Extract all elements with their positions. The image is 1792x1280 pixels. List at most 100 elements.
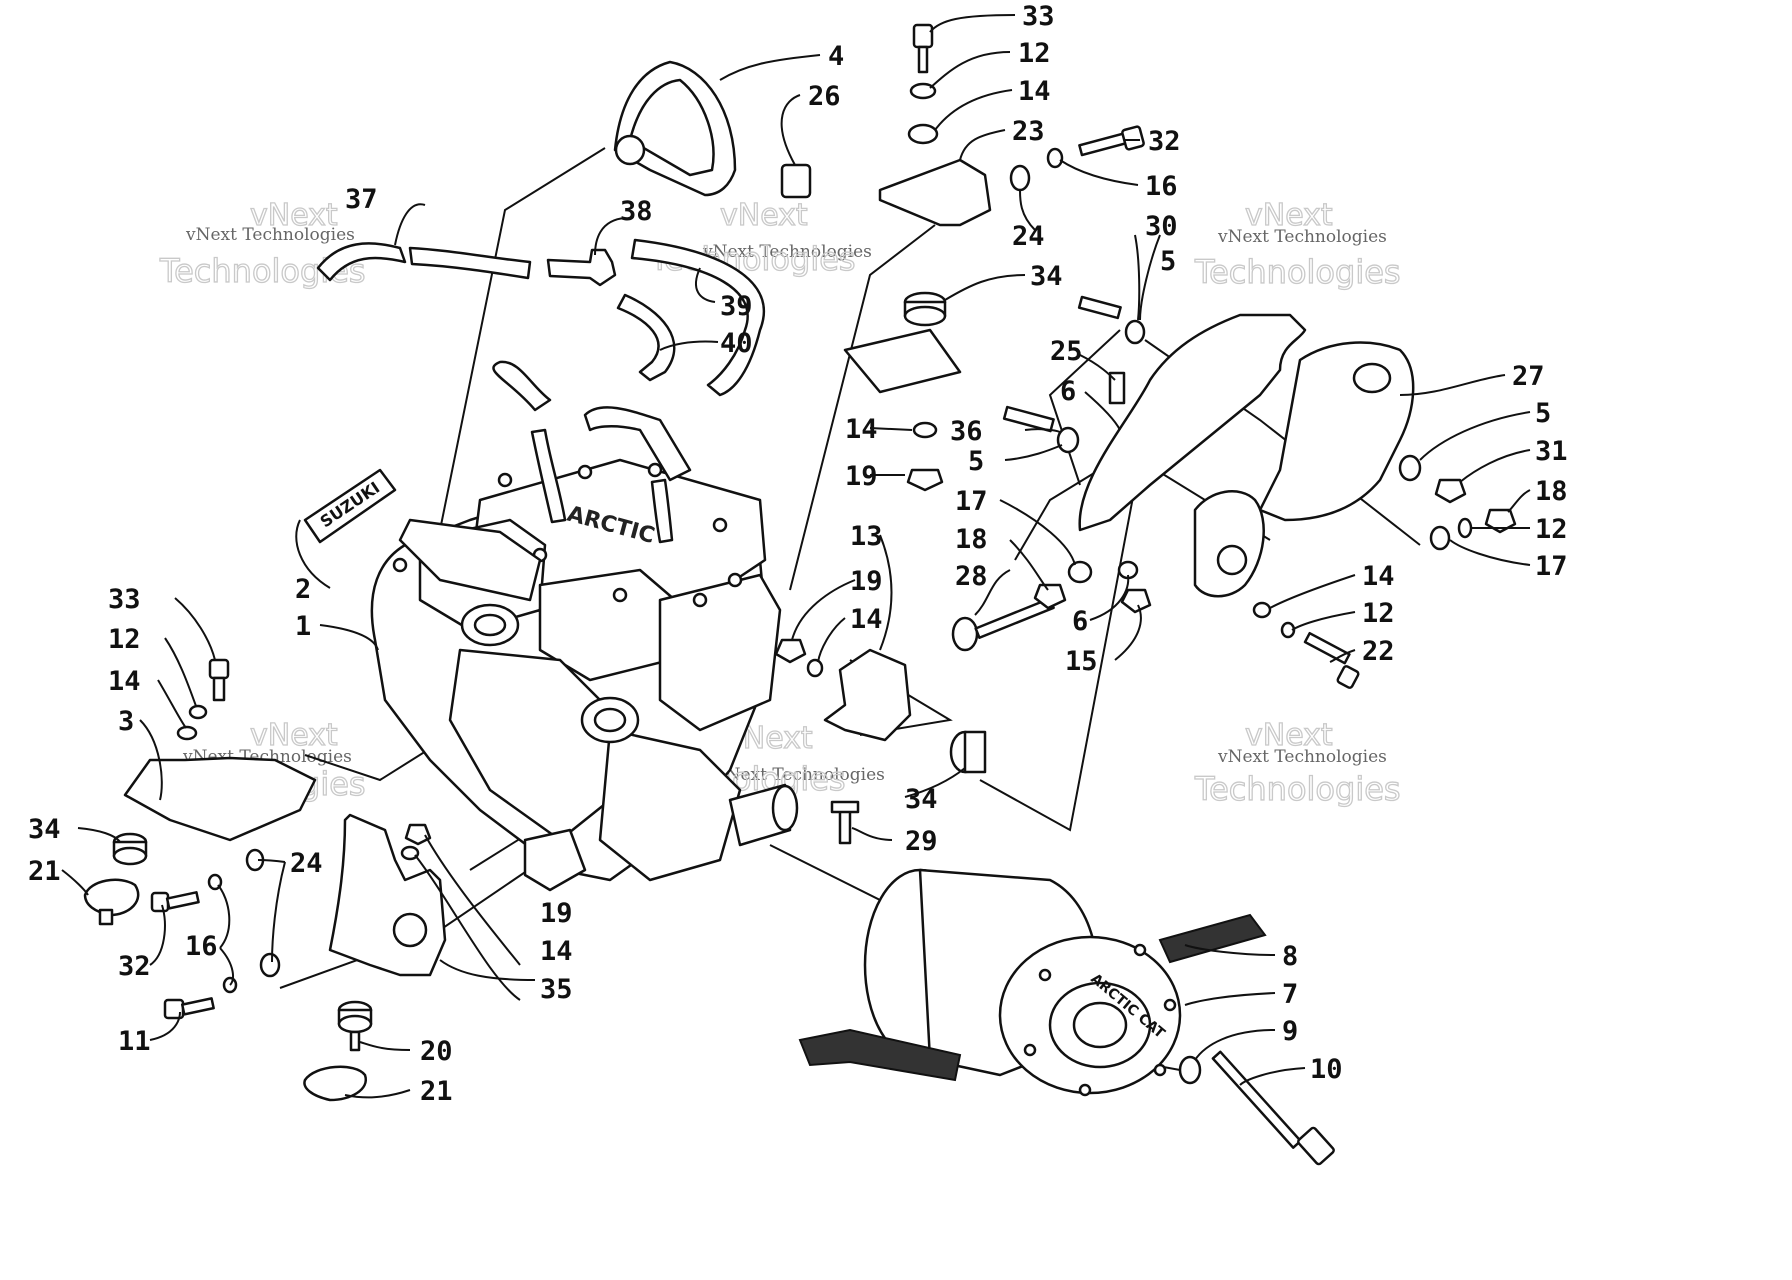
callout-11: 11 <box>118 1026 151 1057</box>
part-nut-19-mid <box>906 468 944 492</box>
part-bolt-36 <box>1002 405 1080 454</box>
callout-2: 2 <box>295 574 311 605</box>
callout-17-right: 17 <box>1535 551 1568 582</box>
part-drive-belt-8 <box>798 913 1267 1082</box>
callout-5-right: 5 <box>1535 398 1551 429</box>
callout-numbers: 33 12 14 23 4 26 32 16 24 34 30 5 25 6 3… <box>28 1 1568 1107</box>
callout-19-mid: 19 <box>845 461 878 492</box>
watermark-large-line1: vNext <box>250 718 338 753</box>
part-washer-17-right <box>1429 525 1451 551</box>
callout-30: 30 <box>1145 211 1178 242</box>
part-bolt-11 <box>163 997 215 1020</box>
part-mount-34-left <box>112 832 148 866</box>
callout-5-mid: 5 <box>968 446 984 477</box>
watermark-large-line1: vNext <box>250 198 338 233</box>
callout-26: 26 <box>808 81 841 112</box>
callout-18: 18 <box>955 524 988 555</box>
part-washer-24-left-lower <box>259 952 281 978</box>
callout-12-top: 12 <box>1018 38 1051 69</box>
callout-6-top: 6 <box>1060 376 1076 407</box>
callout-25: 25 <box>1050 336 1083 367</box>
part-bolt-22 <box>1303 631 1360 689</box>
callout-3: 3 <box>118 706 134 737</box>
part-mount-34-top <box>903 291 947 327</box>
callout-6-lower: 6 <box>1072 606 1088 637</box>
callout-16-left: 16 <box>185 931 218 962</box>
part-nut-19-left <box>404 823 432 846</box>
callout-20: 20 <box>420 1036 453 1067</box>
part-bracket-23 <box>878 158 992 227</box>
callout-32-top: 32 <box>1148 126 1181 157</box>
callout-37: 37 <box>345 184 378 215</box>
part-clip-26 <box>780 163 812 199</box>
part-bolt-28 <box>951 597 1055 652</box>
part-drive-clutch-7: ARCTIC CAT <box>863 868 1182 1097</box>
part-bolt-25 <box>1108 371 1126 405</box>
callout-39: 39 <box>720 291 753 322</box>
callout-18-right: 18 <box>1535 476 1568 507</box>
part-clutch-bolt-10 <box>1211 1050 1335 1166</box>
callout-38: 38 <box>620 196 653 227</box>
callout-12-right: 12 <box>1535 514 1568 545</box>
callout-14-right: 14 <box>1362 561 1395 592</box>
callout-21-left: 21 <box>28 856 61 887</box>
watermark-small-text: vNext Technologies <box>702 242 872 262</box>
watermark-large-line1: vNext <box>1245 198 1333 233</box>
part-lockwasher-12-lower-right <box>1280 621 1296 639</box>
part-engine-assembly-1: ARCTIC <box>370 360 799 892</box>
watermark-large-line2: Technologies <box>1194 770 1401 808</box>
callout-22: 22 <box>1362 636 1395 667</box>
part-bracket-13 <box>823 648 912 742</box>
part-nut-31 <box>1434 478 1467 504</box>
part-suzuki-badge-2: SUZUKI <box>303 468 397 544</box>
part-washer-16-top <box>1046 147 1064 169</box>
callout-14-top: 14 <box>1018 76 1051 107</box>
callout-35: 35 <box>540 974 573 1005</box>
callout-10: 10 <box>1310 1054 1343 1085</box>
part-hose-40 <box>616 293 676 382</box>
part-engine-bracket-27 <box>1078 313 1415 598</box>
part-lockwasher-12-top <box>909 82 937 100</box>
part-nut-19-bracket <box>774 638 807 664</box>
callout-32-left: 32 <box>118 951 151 982</box>
callout-15: 15 <box>1065 646 1098 677</box>
part-washer-14-left-mid <box>400 845 420 861</box>
callout-14-mid: 14 <box>845 414 878 445</box>
part-mount-34-right <box>949 730 987 774</box>
part-hose-39 <box>630 238 766 397</box>
callout-40: 40 <box>720 328 753 359</box>
watermark-large-line1: vNext <box>720 198 808 233</box>
callout-14-left-mid: 14 <box>540 936 573 967</box>
part-washer-9 <box>1178 1055 1202 1085</box>
part-washer-5-right <box>1398 454 1422 482</box>
callout-24-left: 24 <box>290 848 323 879</box>
part-plate-21-left <box>83 878 140 926</box>
callout-9: 9 <box>1282 1016 1298 1047</box>
part-bracket-35 <box>328 813 447 977</box>
callout-19-bracket: 19 <box>850 566 883 597</box>
part-hose-37 <box>316 242 532 282</box>
part-screw-29 <box>830 800 860 845</box>
watermark-right: vNext Technologies vNext Technologies <box>1193 197 1401 291</box>
part-nut-15 <box>1120 588 1152 614</box>
part-washer-14-top <box>907 123 939 145</box>
part-bracket-4 <box>613 60 737 197</box>
callout-16-top: 16 <box>1145 171 1178 202</box>
callout-17: 17 <box>955 486 988 517</box>
callout-7: 7 <box>1282 979 1298 1010</box>
part-washer-14-left <box>176 725 198 741</box>
callout-5-top: 5 <box>1160 246 1176 277</box>
callout-34-left: 34 <box>28 814 61 845</box>
part-mount-20 <box>337 1000 373 1052</box>
callout-34-top: 34 <box>1030 261 1063 292</box>
part-bolt-33-top <box>912 23 934 74</box>
part-washer-24-top <box>1009 164 1031 192</box>
callout-33-top: 33 <box>1022 1 1055 32</box>
part-bolt-33-left <box>208 658 230 702</box>
callout-29: 29 <box>905 826 938 857</box>
callout-33-left: 33 <box>108 584 141 615</box>
part-bolt-32-left <box>150 891 200 913</box>
watermark-small-text: vNext Technologies <box>185 225 355 245</box>
watermark-small-text: vNext Technologies <box>715 765 885 785</box>
watermark-lower-right: vNext Technologies vNext Technologies <box>1193 717 1401 808</box>
